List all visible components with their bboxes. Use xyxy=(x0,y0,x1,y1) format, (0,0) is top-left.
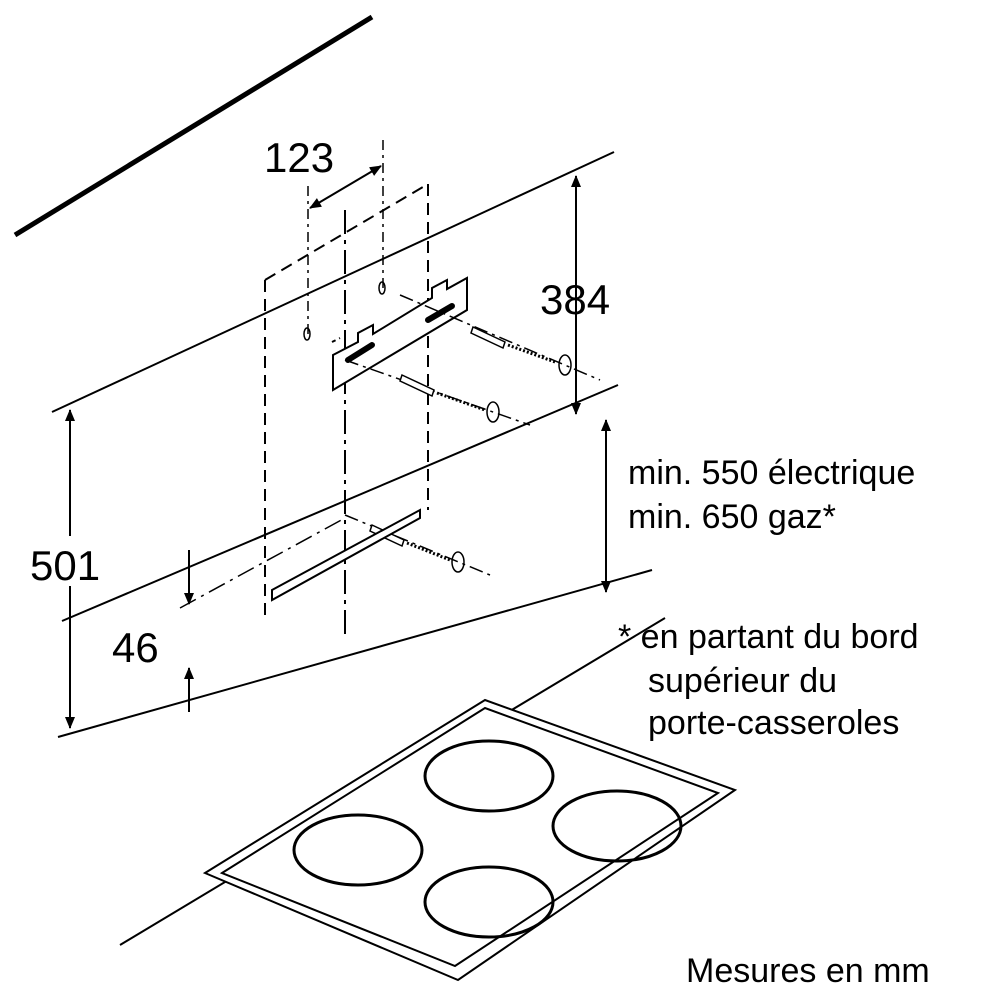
bottom-reference-line xyxy=(57,569,653,738)
wall-plug-screw-upper-left xyxy=(344,359,531,426)
top-reference-line xyxy=(51,151,615,413)
bottom-offset-dimension: 46 xyxy=(112,550,194,712)
clearance-dimension: min. 550 électrique min. 650 gaz* xyxy=(601,419,915,593)
keyhole-icon xyxy=(303,281,386,341)
footnote-line-3: porte-casseroles xyxy=(648,704,899,742)
footnote: * en partant du bord supérieur du porte-… xyxy=(618,618,919,742)
clearance-electric-label: min. 550 électrique xyxy=(628,454,915,492)
width-dimension: 123 xyxy=(264,134,384,338)
burner-left xyxy=(292,813,424,887)
burner-front xyxy=(423,865,555,939)
cooktop xyxy=(202,698,738,982)
width-dimension-label: 123 xyxy=(264,134,334,181)
hood-outline-dashed xyxy=(264,183,429,615)
burner-right xyxy=(551,789,683,863)
footnote-line-2: supérieur du xyxy=(648,662,837,700)
bottom-offset-label: 46 xyxy=(112,624,159,671)
total-height-label: 501 xyxy=(30,542,100,589)
mounting-bracket xyxy=(331,276,468,392)
footnote-line-1: * en partant du bord xyxy=(618,618,919,656)
upper-height-dimension: 384 xyxy=(540,175,610,415)
lower-fixing-strip xyxy=(179,508,421,609)
burner-back xyxy=(423,739,555,813)
upper-height-label: 384 xyxy=(540,276,610,323)
wall-plug-screw-upper-right xyxy=(399,294,601,381)
units-label: Mesures en mm xyxy=(686,952,930,990)
ceiling-line xyxy=(13,14,374,238)
total-height-dimension: 501 xyxy=(25,409,115,729)
clearance-gas-label: min. 650 gaz* xyxy=(628,498,836,536)
middle-reference-line xyxy=(61,384,619,622)
